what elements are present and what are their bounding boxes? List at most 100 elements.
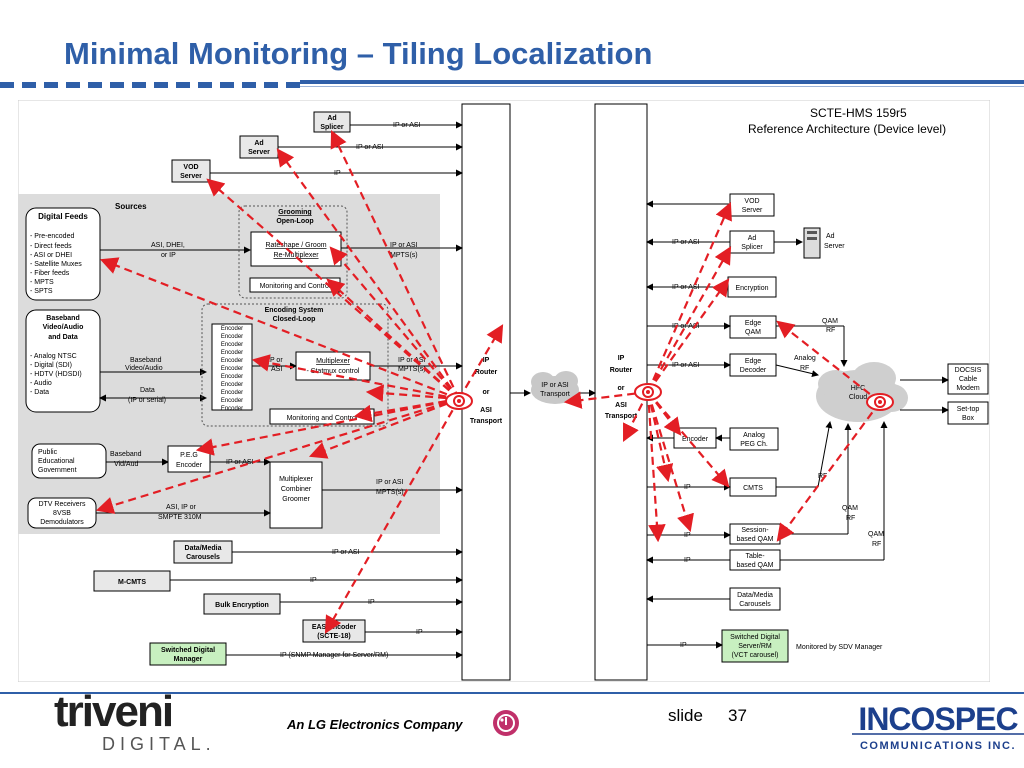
svg-text:- Data: - Data [30,389,49,396]
encoding-monitor-box [269,408,375,425]
diagram-header-line2: Reference Architecture (Device level) [748,122,946,136]
switched-digital-manager-box [149,642,227,666]
svg-text:IP or ASI: IP or ASI [332,549,360,556]
svg-text:Encoder: Encoder [221,390,243,396]
svg-text:(VCT carousel): (VCT carousel) [732,652,779,659]
left-router-label-4: ASI [480,407,492,414]
monitoring-arrows-hfc [776,320,881,542]
svg-text:Analog: Analog [794,355,816,362]
svg-text:Session-: Session- [741,527,769,534]
right-router-label-3: or [618,385,625,392]
monitor-eye-icon [866,393,894,411]
diagram-header-line1: SCTE-HMS 159r5 [810,106,907,120]
svg-text:IP: IP [680,642,687,649]
svg-text:- Pre-encoded: - Pre-encoded [30,233,74,240]
analog-peg-box [729,427,779,451]
title-dash-decoration [0,82,300,88]
svg-text:Monitoring and Control: Monitoring and Control [287,415,358,422]
svg-text:Server: Server [180,173,202,180]
svg-text:M-CMTS: M-CMTS [118,579,146,586]
svg-text:Carousels: Carousels [186,554,220,561]
svg-text:Data/Media: Data/Media [185,545,222,552]
svg-text:Cable: Cable [959,376,977,383]
title-rule-thin [300,86,1024,87]
svg-text:Government: Government [38,467,77,474]
incospec-logo: INCOSPEC COMMUNICATIONS INC. [852,700,1024,752]
svg-text:Monitoring and Control: Monitoring and Control [260,283,331,290]
svg-text:Encoder: Encoder [221,326,243,332]
svg-text:Edge: Edge [745,320,761,327]
title-rule [300,80,1024,84]
svg-text:Open-Loop: Open-Loop [276,218,313,225]
svg-text:RF: RF [800,365,809,372]
architecture-diagram: Sources SCTE-HMS 159r5 Reference Archite… [18,100,990,682]
svg-text:VOD: VOD [744,198,759,205]
svg-text:Video/Audio: Video/Audio [43,324,84,331]
svg-text:RF: RF [872,541,881,548]
svg-text:Carousels: Carousels [739,601,771,608]
svg-text:SMPTE 310M: SMPTE 310M [158,514,202,521]
monitoring-arrows-left [95,130,504,634]
svg-text:Data/Media: Data/Media [737,592,773,599]
svg-text:- HDTV (HDSDI): - HDTV (HDSDI) [30,371,82,378]
svg-text:Decoder: Decoder [740,367,767,374]
svg-text:- ASI or DHEI: - ASI or DHEI [30,252,72,259]
svg-text:QAM: QAM [842,505,858,512]
svg-text:MPTS(s): MPTS(s) [398,366,426,373]
bulk-encryption-box [203,593,281,615]
svg-text:IP or ASI: IP or ASI [398,357,426,364]
svg-text:Vid/Aud: Vid/Aud [114,461,138,468]
svg-text:Baseband: Baseband [46,315,79,322]
svg-text:IP: IP [684,557,691,564]
svg-text:IP or ASI: IP or ASI [672,362,700,369]
ad-server-computer-icon [803,227,821,259]
svg-text:IP or ASI: IP or ASI [672,239,700,246]
svg-text:ASI: ASI [271,366,282,373]
digital-feeds-box [25,207,101,301]
svg-text:Splicer: Splicer [741,244,763,251]
svg-text:EAS Encoder: EAS Encoder [312,624,357,631]
svg-text:Edge: Edge [745,358,761,365]
monitor-eye-icon [445,392,473,410]
svg-text:- Statmux control: - Statmux control [307,368,360,375]
svg-text:Grooming: Grooming [278,209,311,216]
peg-source-box [31,443,107,479]
svg-text:Switched Digital: Switched Digital [730,634,780,641]
svg-text:Multiplexer: Multiplexer [316,358,351,365]
svg-text:Encoder: Encoder [221,342,243,348]
svg-text:Server: Server [248,149,270,156]
sources-label: Sources [115,202,147,211]
svg-text:IP: IP [684,484,691,491]
svg-text:Analog: Analog [743,432,765,439]
svg-text:IP or: IP or [268,357,283,364]
svg-text:QAM: QAM [822,318,838,325]
svg-text:Ad: Ad [254,140,263,147]
svg-text:based QAM: based QAM [737,562,774,569]
svg-text:Encoder: Encoder [176,462,203,469]
docsis-box [947,363,989,395]
left-router-label-2: Router [475,369,498,376]
lg-logo-icon [493,710,519,736]
svg-text:Ad: Ad [748,235,757,242]
svg-text:Bulk Encryption: Bulk Encryption [215,602,269,609]
svg-text:INCOSPEC: INCOSPEC [858,701,1018,737]
triveni-digital-logo: triveni DIGITAL. [54,688,216,754]
svg-text:Encoding System: Encoding System [265,307,324,314]
left-router-label-1: IP [483,357,490,364]
svg-text:DOCSIS: DOCSIS [955,367,982,374]
sdv-server-box [721,629,789,663]
svg-text:DIGITAL.: DIGITAL. [102,734,216,754]
left-router-label-5: Transport [470,418,503,425]
svg-text:Closed-Loop: Closed-Loop [273,316,316,323]
right-router-label-2: Router [610,367,633,374]
svg-text:triveni: triveni [54,688,172,736]
svg-text:QAM: QAM [745,329,761,336]
svg-text:Splicer: Splicer [320,124,344,131]
svg-text:Encoder: Encoder [221,398,243,404]
svg-text:Encoder: Encoder [221,350,243,356]
svg-text:Server/RM: Server/RM [738,643,772,650]
label-ip-asi-1: IP or ASI [393,122,421,129]
left-router-label-3: or [483,389,490,396]
svg-text:8VSB: 8VSB [53,510,71,517]
svg-text:Manager: Manager [174,656,203,663]
